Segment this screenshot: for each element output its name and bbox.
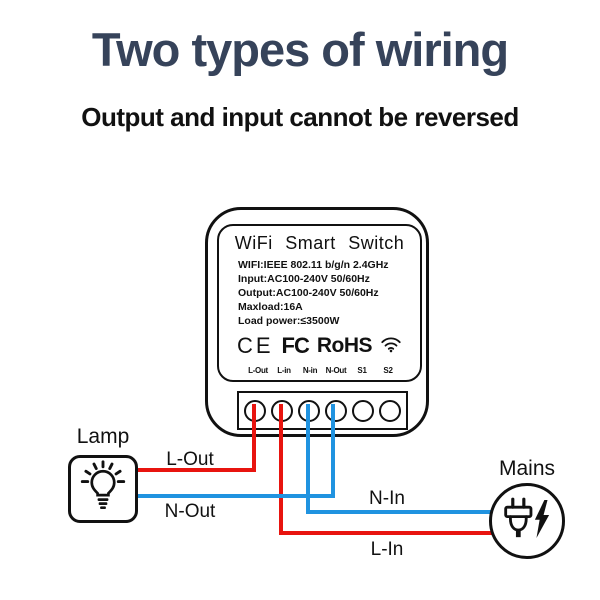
wire-n-in-vertical <box>306 404 310 514</box>
wire-l-in-horizontal <box>279 531 495 535</box>
spec-loadpower: Load power:≤3500W <box>238 315 340 327</box>
wire-n-out-vertical <box>331 404 335 498</box>
page-subtitle: Output and input cannot be reversed <box>81 102 519 132</box>
lamp-box <box>68 455 138 523</box>
terminal-label-l-in: L-in <box>277 366 291 375</box>
rohs-mark: RoHS <box>316 334 373 357</box>
device-specs: WIFI:IEEE 802.11 b/g/n 2.4GHz Input:AC10… <box>238 258 420 328</box>
spec-wifi: WIFI:IEEE 802.11 b/g/n 2.4GHz <box>238 259 389 271</box>
spec-output: Output:AC100-240V 50/60Hz <box>238 287 379 299</box>
terminal-label-n-out: N-Out <box>325 366 347 375</box>
wire-n-out-horizontal <box>136 494 335 498</box>
wire-label-l-out: L-Out <box>166 449 214 470</box>
wifi-icon <box>380 335 402 358</box>
wire-label-l-in: L-In <box>370 539 404 560</box>
mains-label: Mains <box>498 457 556 480</box>
smart-switch-label-panel: WiFi Smart Switch WIFI:IEEE 802.11 b/g/n… <box>217 224 422 382</box>
wire-l-out-horizontal <box>136 468 256 472</box>
spec-input: Input:AC100-240V 50/60Hz <box>238 273 370 285</box>
wire-label-n-out: N-Out <box>164 501 216 522</box>
device-name: WiFi Smart Switch <box>234 233 405 253</box>
wire-label-n-in: N-In <box>369 488 405 509</box>
fcc-mark: FC <box>281 333 310 358</box>
page-title: Two types of wiring <box>91 23 509 76</box>
lamp-label: Lamp <box>76 425 130 448</box>
spec-maxload: Maxload:16A <box>238 301 303 313</box>
terminal-block <box>237 391 408 430</box>
lightbulb-icon <box>76 459 130 519</box>
terminal-label-s2: S2 <box>383 366 393 375</box>
terminal-s2 <box>379 399 401 422</box>
power-plug-icon <box>497 489 557 554</box>
mains-circle <box>489 483 565 559</box>
terminal-label-n-in: N-in <box>302 366 318 375</box>
terminal-n-out <box>325 399 347 422</box>
certification-row: CE FC RoHS <box>219 333 420 359</box>
wire-l-in-vertical <box>279 404 283 535</box>
terminal-label-row: L-Out L-in N-in N-Out S1 S2 <box>245 366 401 375</box>
ce-mark: CE <box>236 333 274 358</box>
terminal-s1 <box>352 399 374 422</box>
terminal-label-s1: S1 <box>357 366 367 375</box>
terminal-label-l-out: L-Out <box>248 366 268 375</box>
wire-l-out-vertical <box>252 404 256 472</box>
wire-n-in-horizontal <box>306 510 495 514</box>
